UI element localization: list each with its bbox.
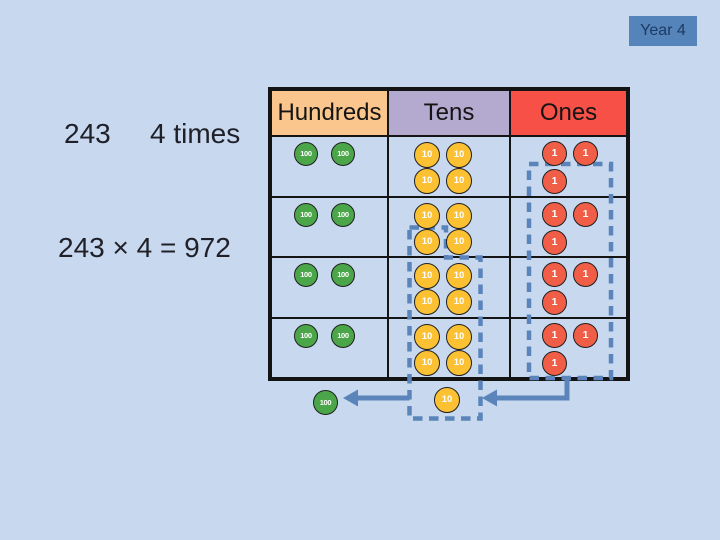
counter-10: 10 xyxy=(446,228,472,255)
header-tens: Tens xyxy=(388,90,510,136)
year-badge: Year 4 xyxy=(629,16,697,46)
header-hundreds: Hundreds xyxy=(271,90,388,136)
counter-1: 1 xyxy=(573,201,598,227)
counter-10: 10 xyxy=(414,202,440,229)
counter-1: 1 xyxy=(573,262,598,287)
counter-10: 10 xyxy=(414,289,440,315)
counter-10: 10 xyxy=(446,289,472,315)
counter-100: 100 xyxy=(331,202,355,227)
carried-ten-counter: 10 xyxy=(434,387,460,413)
counter-1: 1 xyxy=(573,141,598,166)
counter-10: 10 xyxy=(414,349,440,376)
problem-statement: 243 4 times xyxy=(64,118,304,150)
place-value-cell: 100 100 xyxy=(271,196,388,257)
tens-to-hundreds-arrow xyxy=(343,389,410,407)
counter-1: 1 xyxy=(542,350,567,376)
counter-10: 10 xyxy=(446,349,472,376)
counter-1: 1 xyxy=(542,322,567,348)
counter-100: 100 xyxy=(294,323,318,348)
header-ones: Ones xyxy=(510,90,627,136)
counter-10: 10 xyxy=(446,168,472,194)
place-value-cell: 100 100 xyxy=(271,257,388,318)
counter-1: 1 xyxy=(542,262,567,287)
counter-10: 10 xyxy=(414,168,440,194)
counter-10: 10 xyxy=(446,323,472,350)
counter-10: 10 xyxy=(414,263,440,289)
counter-100: 100 xyxy=(331,323,355,348)
counter-10: 10 xyxy=(414,228,440,255)
counter-100: 100 xyxy=(331,142,355,166)
place-value-cell: 100 100 xyxy=(271,136,388,197)
counter-100: 100 xyxy=(294,263,318,287)
carried-hundred-counter: 100 xyxy=(313,390,338,415)
counter-10: 10 xyxy=(414,142,440,168)
counter-1: 1 xyxy=(542,201,567,227)
counter-100: 100 xyxy=(294,202,318,227)
place-value-cell: 100 100 xyxy=(271,317,388,378)
counter-1: 1 xyxy=(542,141,567,166)
counter-100: 100 xyxy=(331,263,355,287)
times-text: 4 times xyxy=(150,118,241,149)
counter-1: 1 xyxy=(542,290,567,315)
counter-100: 100 xyxy=(294,142,318,166)
equation-text: 243 × 4 = 972 xyxy=(58,232,231,263)
counter-10: 10 xyxy=(446,263,472,289)
counter-1: 1 xyxy=(573,322,598,348)
counter-10: 10 xyxy=(446,142,472,168)
counter-1: 1 xyxy=(542,169,567,194)
counter-10: 10 xyxy=(446,202,472,229)
counter-1: 1 xyxy=(542,229,567,255)
multiplicand-text: 243 xyxy=(64,118,111,149)
counter-10: 10 xyxy=(414,323,440,350)
